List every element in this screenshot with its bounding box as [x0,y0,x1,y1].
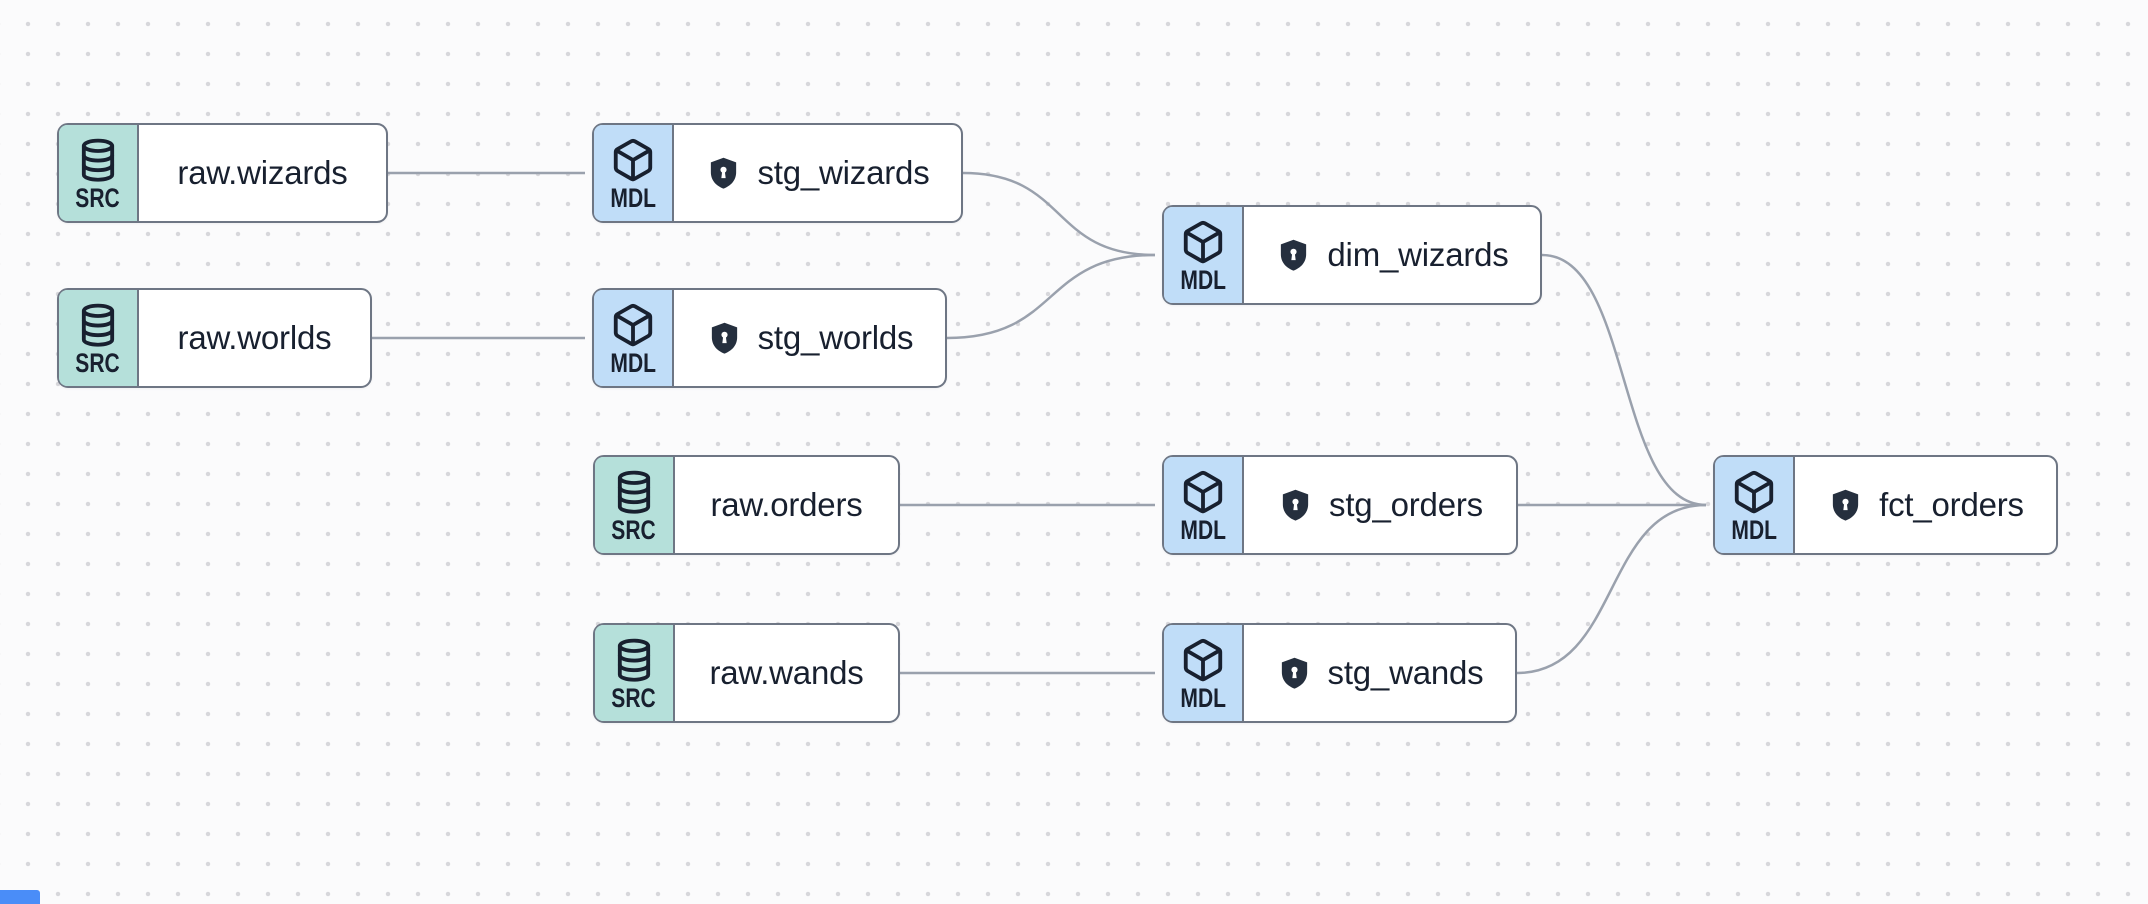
badge-label: SRC [75,183,121,214]
badge-label: SRC [611,683,657,714]
edge-stg_worlds-dim_wizards [946,253,1156,340]
node-stg_wands[interactable]: MDL stg_wands [1162,623,1517,723]
edge-stg_wizards-dim_wizards [962,171,1156,257]
node-type-badge: MDL [594,290,674,386]
node-label: raw.wizards [177,154,348,191]
horizontal-scrollbar-thumb[interactable] [0,890,40,904]
badge-label: SRC [611,515,657,546]
cube-icon [610,302,656,348]
node-label: stg_worlds [757,319,914,356]
badge-label: MDL [1180,515,1226,546]
node-label: stg_orders [1329,486,1483,523]
node-body: raw.worlds [139,290,370,386]
node-label: stg_wands [1327,654,1484,691]
cube-icon [1180,469,1226,515]
node-label: dim_wizards [1327,236,1509,273]
node-type-badge: MDL [1164,207,1244,303]
node-body: stg_wands [1244,625,1515,721]
cube-icon [610,137,656,183]
node-type-badge: MDL [1164,625,1244,721]
node-raw_wands[interactable]: SRC raw.wands [593,623,900,723]
shield-icon [705,155,742,192]
shield-icon [1276,655,1313,692]
node-stg_worlds[interactable]: MDL stg_worlds [592,288,947,388]
shield-icon [706,320,743,357]
database-icon [75,302,121,348]
node-label: raw.orders [710,486,863,523]
database-icon [611,637,657,683]
node-body: raw.orders [675,457,898,553]
shield-icon [1827,487,1864,524]
node-label: raw.worlds [177,319,332,356]
node-body: raw.wands [675,625,898,721]
node-raw_orders[interactable]: SRC raw.orders [593,455,900,555]
node-fct_orders[interactable]: MDL fct_orders [1713,455,2058,555]
database-icon [611,469,657,515]
node-raw_worlds[interactable]: SRC raw.worlds [57,288,372,388]
node-body: stg_worlds [674,290,945,386]
node-stg_orders[interactable]: MDL stg_orders [1162,455,1518,555]
node-type-badge: SRC [59,290,139,386]
shield-icon [1277,487,1314,524]
cube-icon [1180,637,1226,683]
node-stg_wizards[interactable]: MDL stg_wizards [592,123,963,223]
node-label: fct_orders [1879,486,2024,523]
edge-stg_wands-fct_orders [1516,503,1707,675]
node-label: raw.wands [709,654,864,691]
node-type-badge: SRC [59,125,139,221]
node-type-badge: SRC [595,625,675,721]
shield-icon [1275,237,1312,274]
node-raw_wizards[interactable]: SRC raw.wizards [57,123,388,223]
node-type-badge: MDL [1164,457,1244,553]
node-dim_wizards[interactable]: MDL dim_wizards [1162,205,1542,305]
badge-label: SRC [75,348,121,379]
badge-label: MDL [1180,265,1226,296]
node-type-badge: SRC [595,457,675,553]
badge-label: MDL [610,183,656,214]
node-body: stg_orders [1244,457,1516,553]
database-icon [75,137,121,183]
node-body: dim_wizards [1244,207,1540,303]
edge-dim_wizards-fct_orders [1541,253,1707,507]
badge-label: MDL [1180,683,1226,714]
node-type-badge: MDL [1715,457,1795,553]
badge-label: MDL [1731,515,1777,546]
cube-icon [1180,219,1226,265]
node-body: raw.wizards [139,125,386,221]
node-body: stg_wizards [674,125,961,221]
node-label: stg_wizards [757,154,930,191]
node-type-badge: MDL [594,125,674,221]
badge-label: MDL [610,348,656,379]
node-body: fct_orders [1795,457,2056,553]
cube-icon [1731,469,1777,515]
